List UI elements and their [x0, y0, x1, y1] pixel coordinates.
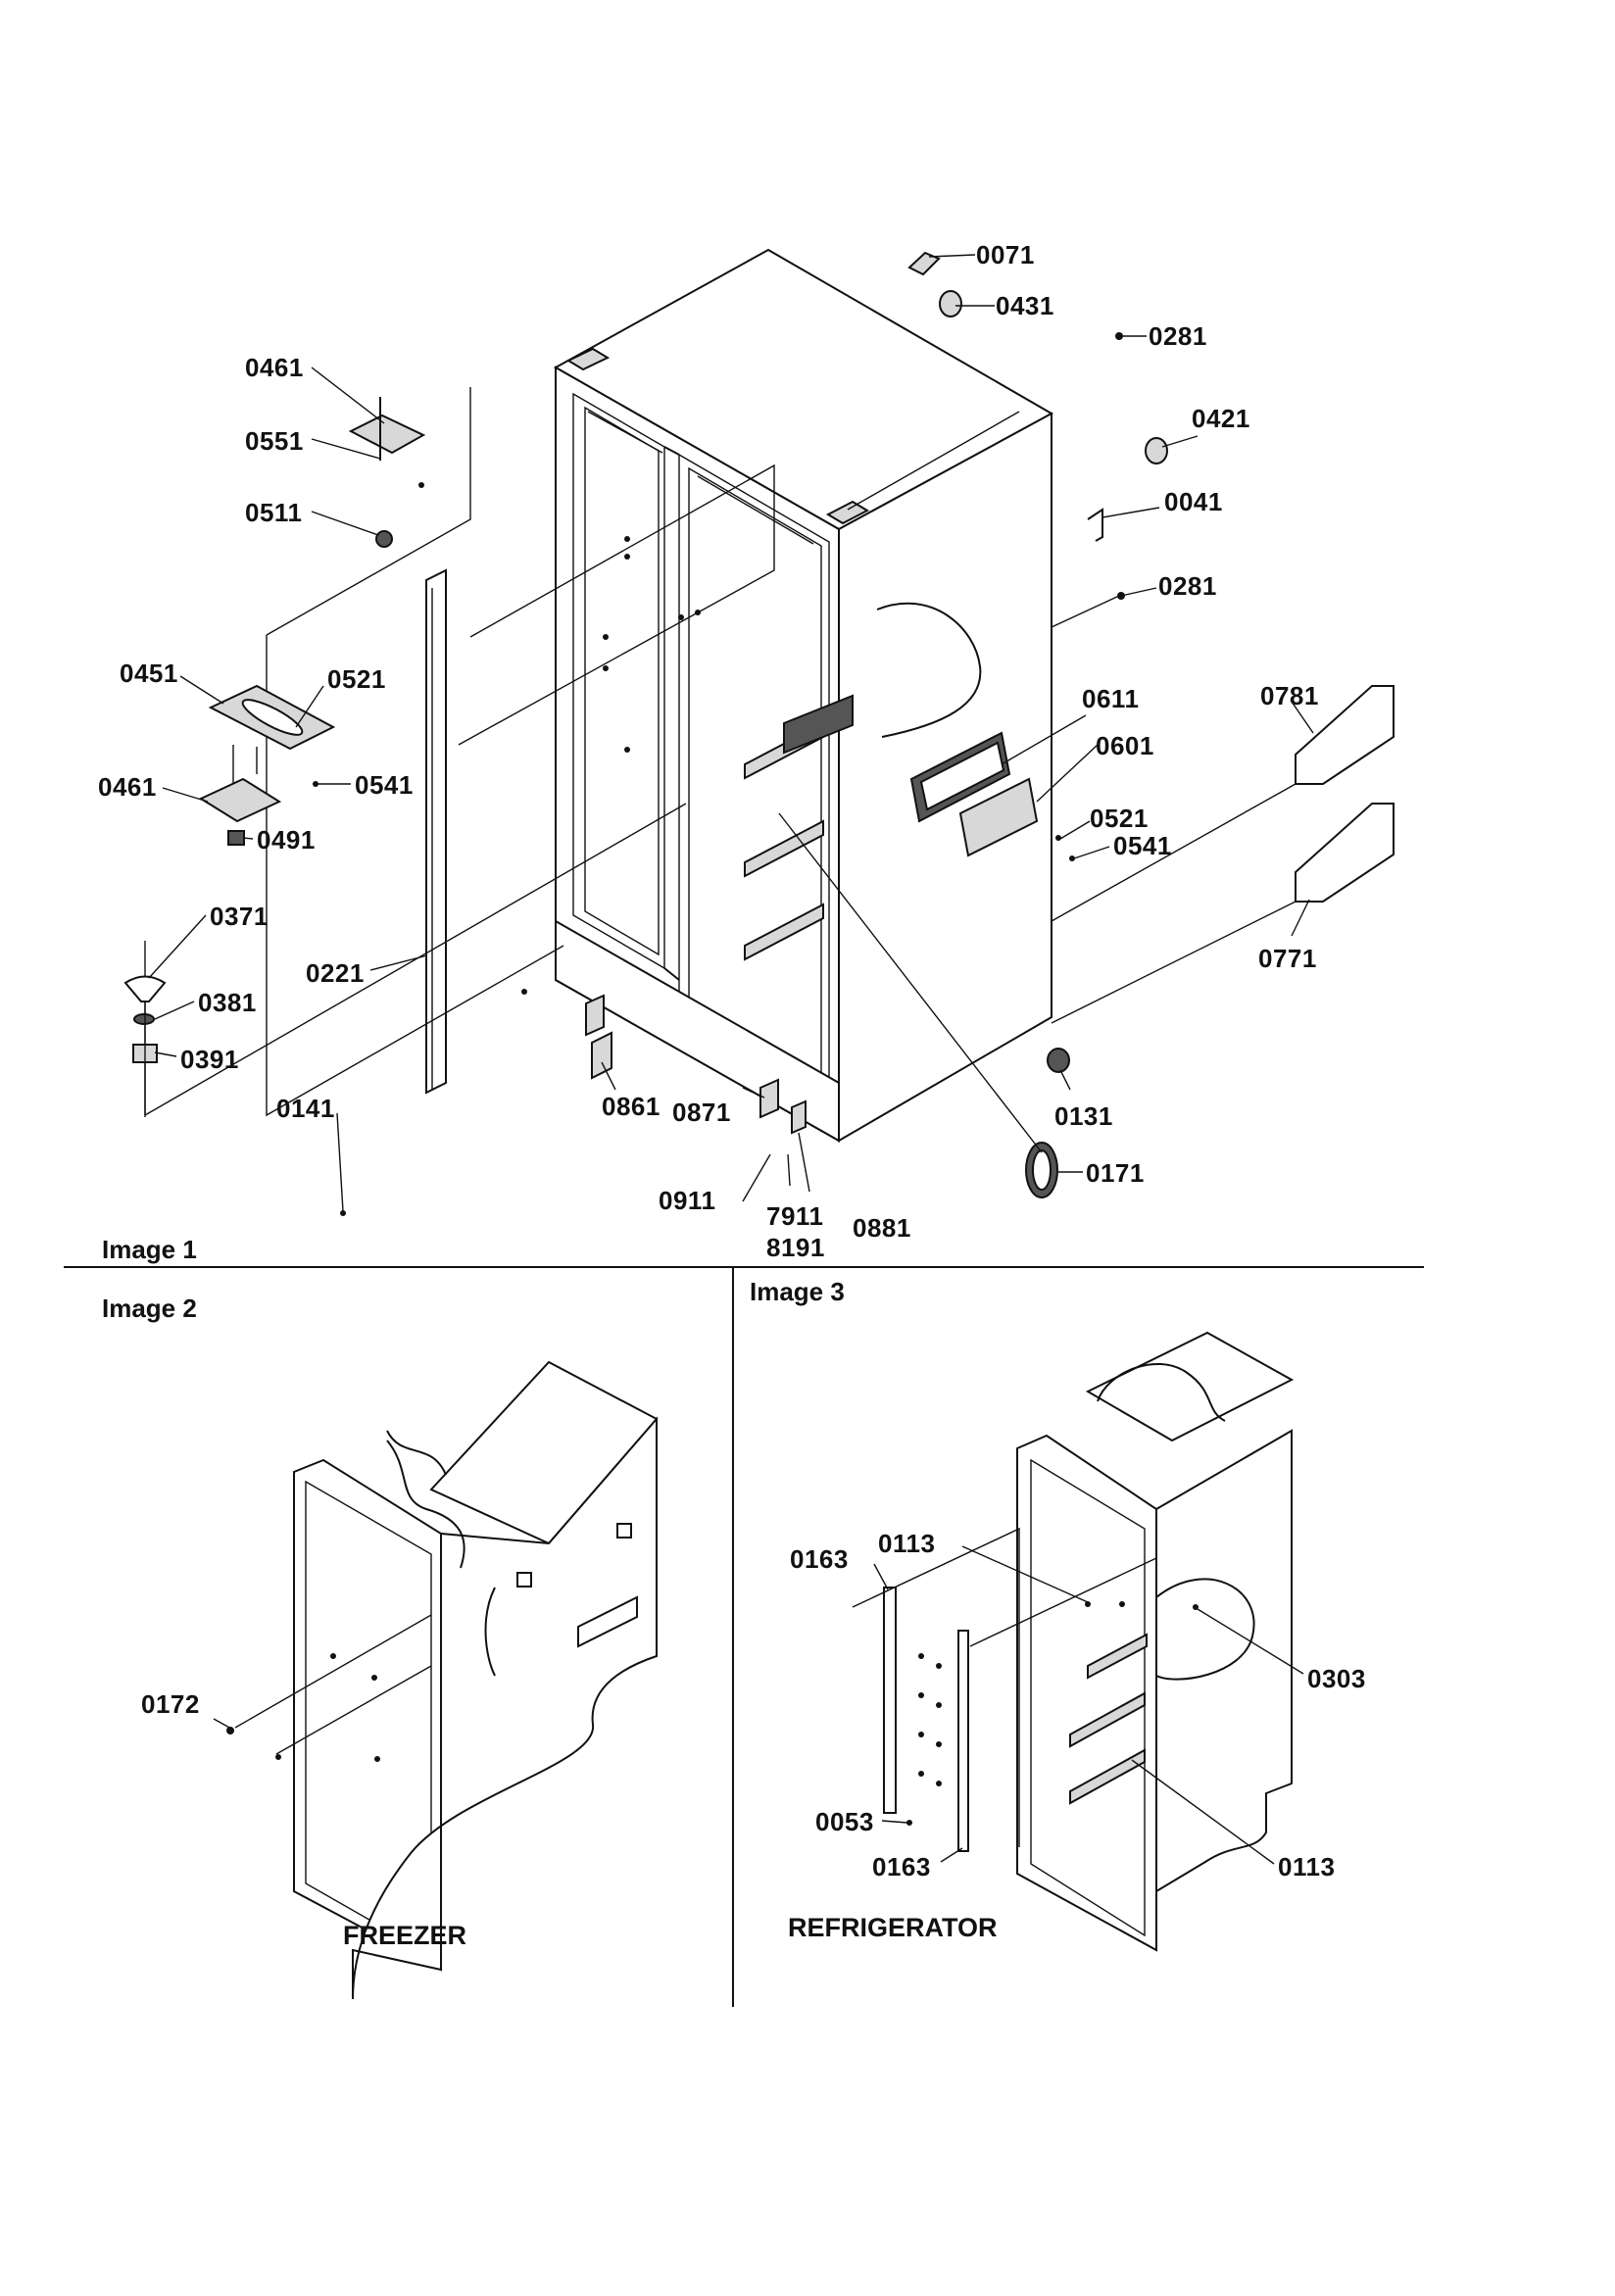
cabinet-illustration — [553, 248, 1054, 1143]
part-label: 7911 — [766, 1201, 824, 1231]
part-label: 0131 — [1054, 1101, 1113, 1131]
part-label: 0431 — [996, 291, 1054, 320]
part-label: 0041 — [1164, 487, 1223, 516]
panel-title-image-1: Image 1 — [102, 1235, 197, 1264]
part-label: 0491 — [257, 825, 316, 855]
hinge-parts-illustration — [123, 397, 527, 1216]
part-label: 0391 — [180, 1045, 239, 1074]
part-label: 0281 — [1158, 571, 1217, 601]
part-label: 0871 — [672, 1098, 731, 1127]
part-label: 0881 — [853, 1213, 911, 1243]
freezer-illustration — [213, 1360, 659, 2000]
part-label: 0113 — [878, 1529, 936, 1558]
part-label: 0381 — [198, 988, 257, 1017]
part-label: 8191 — [766, 1233, 825, 1262]
part-label: 0071 — [976, 240, 1035, 269]
panel-title-image-2: Image 2 — [102, 1294, 197, 1323]
part-label: 0163 — [872, 1852, 931, 1881]
part-label: 0461 — [245, 353, 304, 382]
part-label: 0461 — [98, 772, 157, 802]
part-label: 0771 — [1258, 944, 1317, 973]
side-panel-illustration — [144, 387, 775, 1117]
part-label: 0861 — [602, 1092, 661, 1121]
part-label: 0371 — [210, 902, 269, 931]
leader-lines-image3 — [873, 1545, 1304, 1865]
part-label: 0113 — [1278, 1852, 1336, 1881]
part-label: 0521 — [1090, 804, 1149, 833]
part-label: 0611 — [1082, 684, 1140, 713]
part-label: 0451 — [120, 659, 178, 688]
part-label: 0781 — [1260, 681, 1319, 710]
part-label: 0163 — [790, 1544, 849, 1574]
part-label: 0911 — [659, 1186, 716, 1215]
part-label: 0303 — [1307, 1664, 1366, 1693]
part-label: 0221 — [306, 958, 365, 988]
part-label: 0541 — [355, 770, 414, 800]
back-parts-illustration — [778, 251, 1395, 1198]
caption-refrigerator: REFRIGERATOR — [788, 1913, 998, 1942]
part-label: 0551 — [245, 426, 304, 456]
caption-freezer: FREEZER — [343, 1921, 467, 1950]
part-label: 0521 — [327, 664, 386, 694]
panel-title-image-3: Image 3 — [750, 1277, 845, 1306]
part-label: 0281 — [1149, 321, 1207, 351]
refrigerator-illustration — [852, 1331, 1295, 1952]
part-label: 0053 — [815, 1807, 874, 1836]
part-label: 0541 — [1113, 831, 1172, 860]
part-label: 0601 — [1096, 731, 1154, 760]
part-label: 0141 — [276, 1094, 335, 1123]
leader-lines-image1 — [148, 254, 1314, 1212]
part-label: 0171 — [1086, 1158, 1145, 1188]
part-label: 0511 — [245, 498, 303, 527]
part-label: 0172 — [141, 1689, 200, 1719]
part-label: 0421 — [1192, 404, 1250, 433]
